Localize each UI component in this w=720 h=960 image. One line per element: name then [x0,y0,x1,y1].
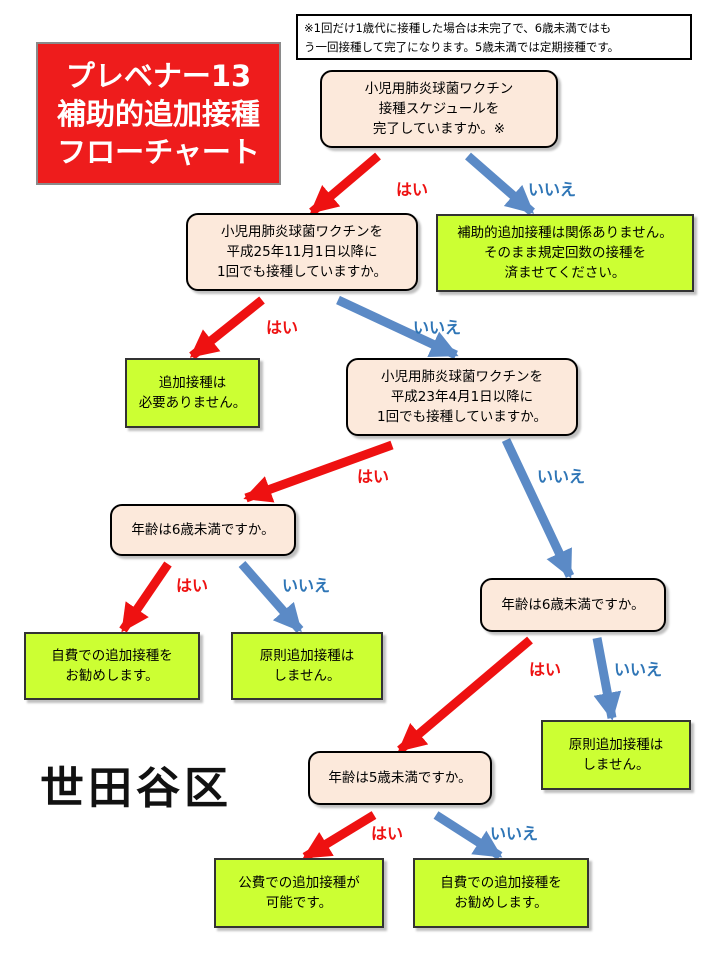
footnote-line-1: ※1回だけ1歳代に接種した場合は未完了で、6歳未満ではも [304,21,612,35]
label-yes: はい [176,576,209,595]
label-yes: はい [396,180,429,199]
arrow-q6-no [433,811,503,860]
answer-text-line: 公費での追加接種が [238,875,360,891]
arrow-q3-no [501,438,575,579]
question-text-line: 完了していますか。※ [372,121,506,137]
arrow-q4-yes [119,561,172,633]
question-h25-dose: 小児用肺炎球菌ワクチンを 平成25年11月1日以降に 1回でも接種していますか。 [186,213,418,291]
answer-text-line: 自費での追加接種を [51,648,173,664]
answer-text-line: 済ませてください。 [504,265,626,281]
question-text-line: 1回でも接種していますか。 [377,409,547,425]
label-no: いいえ [528,180,577,199]
question-text-line: 平成23年4月1日以降に [390,389,534,405]
arrow-q5-no [592,637,622,721]
answer-text-line: お勧めします。 [65,668,159,684]
answer-text-line: 自費での追加接種を [440,875,562,891]
label-no: いいえ [614,660,663,679]
answer-text-line: そのまま規定回数の接種を [484,245,646,261]
question-text-line: 平成25年11月1日以降に [226,244,378,260]
question-text-line: 小児用肺炎球菌ワクチンを [381,369,543,385]
title-line-3: フローチャート [57,134,260,169]
question-text-line: 年齢は5歳未満ですか。 [328,770,472,786]
arrow-q1-no [465,152,535,216]
answer-text-line: 原則追加接種は [259,648,355,664]
title-line-2: 補助的追加接種 [56,96,260,131]
arrow-q1-yes [309,152,381,216]
question-under-5: 年齢は5歳未満ですか。 [308,751,492,805]
footnote-box: ※1回だけ1歳代に接種した場合は未完了で、6歳未満ではも う一回接種して完了にな… [296,14,692,60]
arrow-q6-yes [302,811,377,861]
answer-text-line: 補助的追加接種は関係ありません。 [457,225,673,241]
arrow-q5-yes [397,636,533,754]
answer-text-line: 追加接種は [158,375,227,391]
question-under-6-left: 年齢は6歳未満ですか。 [110,504,296,556]
arrow-q2-no [336,295,459,360]
label-no: いいえ [490,824,539,843]
answer-text-line: 原則追加接種は [568,737,664,753]
answer-text-line: 必要ありません。 [138,395,247,411]
question-text-line: 小児用肺炎球菌ワクチン [364,81,514,97]
answer-text-line: しません。 [582,757,650,773]
label-no: いいえ [282,576,331,595]
question-text-line: 小児用肺炎球菌ワクチンを [221,224,383,240]
answer-self-pay-recommended: 自費での追加接種を お勧めします。 [24,632,200,700]
flowchart-title: プレベナー13 補助的追加接種 フローチャート [36,42,281,185]
question-text-line: 接種スケジュールを [378,101,500,117]
answer-not-needed: 追加接種は 必要ありません。 [125,358,260,428]
question-schedule-complete: 小児用肺炎球菌ワクチン 接種スケジュールを 完了していますか。※ [320,70,558,148]
arrow-q2-yes [189,296,265,360]
answer-no-additional: 原則追加接種は しません。 [541,720,691,790]
title-line-1: プレベナー13 [65,58,252,93]
answer-public-funded: 公費での追加接種が 可能です。 [214,858,384,928]
question-text-line: 年齢は6歳未満ですか。 [131,522,275,538]
label-yes: はい [371,824,404,843]
label-yes: はい [266,318,299,337]
label-no: いいえ [413,318,462,337]
label-no: いいえ [537,467,586,486]
answer-no-additional: 原則追加接種は しません。 [231,632,383,700]
footnote-line-2: う一回接種して完了になります。5歳未満では定期接種です。 [304,40,620,54]
label-yes: はい [357,467,390,486]
label-yes: はい [529,660,562,679]
answer-text-line: お勧めします。 [454,895,548,911]
ward-name: 世田谷区 [40,763,232,814]
question-text-line: 1回でも接種していますか。 [217,264,387,280]
arrow-q3-yes [243,440,394,503]
question-h23-dose: 小児用肺炎球菌ワクチンを 平成23年4月1日以降に 1回でも接種していますか。 [346,358,578,436]
answer-self-pay-recommended: 自費での追加接種を お勧めします。 [413,858,589,928]
answer-text-line: しません。 [273,668,341,684]
answer-text-line: 可能です。 [265,895,333,911]
answer-not-applicable: 補助的追加接種は関係ありません。 そのまま規定回数の接種を 済ませてください。 [436,214,694,292]
question-text-line: 年齢は6歳未満ですか。 [501,597,645,613]
arrow-q4-no [238,561,304,633]
question-under-6-right: 年齢は6歳未満ですか。 [480,578,666,632]
